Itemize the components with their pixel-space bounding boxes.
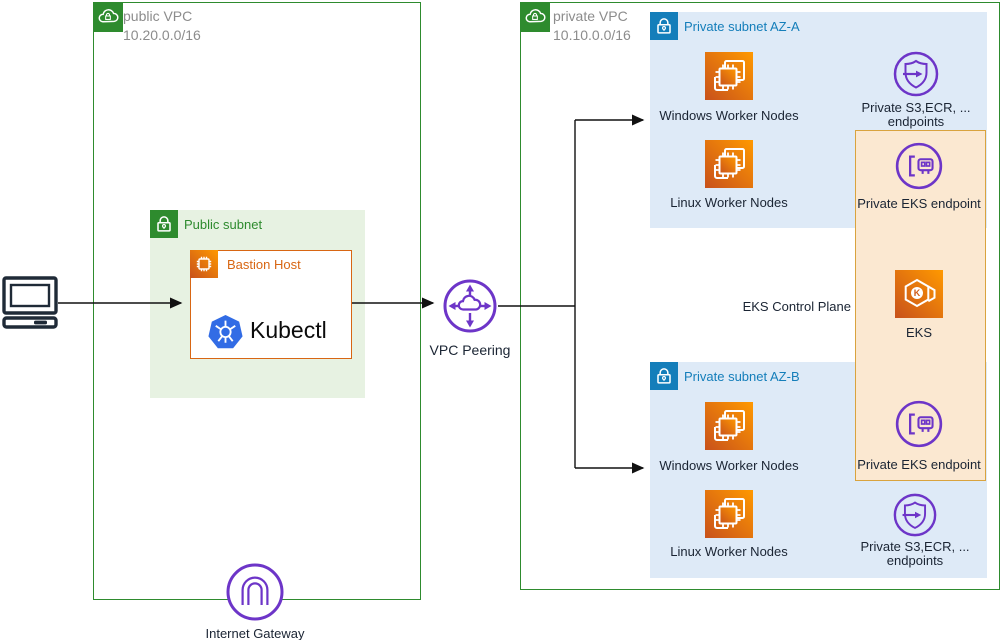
private-eks-endpoint-icon-bottom: [894, 399, 944, 449]
eks-control-plane-label: EKS Control Plane: [742, 299, 851, 314]
eks-label: EKS: [905, 325, 933, 340]
bastion-host-label: Bastion Host: [227, 257, 301, 272]
private-subnet-az-a-label: Private subnet AZ-A: [684, 19, 800, 34]
windows-worker-nodes-label-az-b: Windows Worker Nodes: [659, 458, 799, 473]
private-vpc-label: private VPC 10.10.0.0/16: [553, 7, 631, 45]
private-vpc-cidr: 10.10.0.0/16: [553, 27, 631, 43]
private-vpc-cloud-icon: [520, 2, 550, 32]
public-vpc-cidr: 10.20.0.0/16: [123, 27, 201, 43]
eks-icon: K: [895, 270, 943, 318]
s3-ecr-endpoints-icon-az-a: [892, 50, 940, 98]
private-eks-endpoint-label-top: Private EKS endpoint: [857, 196, 981, 211]
s3-ecr-line2: endpoints: [886, 553, 944, 568]
linux-worker-nodes-icon-az-b: [705, 490, 753, 538]
private-eks-endpoint-icon-top: [894, 141, 944, 191]
ec2-instance-icon: [190, 250, 218, 278]
private-subnet-az-b-lock-icon: [650, 362, 678, 390]
public-vpc-name: public VPC: [123, 8, 193, 24]
linux-worker-nodes-icon-az-a: [705, 140, 753, 188]
s3-ecr-line1: Private S3,ECR, ...: [861, 100, 971, 115]
internet-gateway-icon: [225, 562, 285, 622]
s3-ecr-endpoints-icon-az-b: [892, 492, 938, 538]
private-subnet-az-a-lock-icon: [650, 12, 678, 40]
private-vpc-name: private VPC: [553, 8, 628, 24]
windows-worker-nodes-icon-az-a: [705, 52, 753, 100]
public-vpc-cloud-icon: [93, 2, 123, 32]
eks-letter: K: [914, 288, 921, 298]
public-subnet-label: Public subnet: [184, 217, 263, 232]
linux-worker-nodes-label-az-b: Linux Worker Nodes: [670, 544, 788, 559]
kubernetes-icon: [207, 314, 244, 351]
s3-ecr-line2: endpoints: [887, 114, 945, 129]
internet-gateway-label: Internet Gateway: [205, 626, 305, 640]
s3-ecr-endpoints-label-az-a: Private S3,ECR, ...endpoints: [861, 101, 970, 129]
windows-worker-nodes-label-az-a: Windows Worker Nodes: [659, 108, 799, 123]
private-vpc-box: [520, 2, 1000, 590]
windows-worker-nodes-icon-az-b: [705, 402, 753, 450]
public-subnet-lock-icon: [150, 210, 178, 238]
private-eks-endpoint-label-bottom: Private EKS endpoint: [857, 457, 981, 472]
linux-worker-nodes-label-az-a: Linux Worker Nodes: [670, 195, 788, 210]
vpc-peering-icon: [442, 278, 498, 334]
private-subnet-az-b-label: Private subnet AZ-B: [684, 369, 800, 384]
computer-icon: [2, 276, 60, 330]
s3-ecr-line1: Private S3,ECR, ...: [860, 539, 970, 554]
s3-ecr-endpoints-label-az-b: Private S3,ECR, ...endpoints: [860, 540, 969, 568]
kubectl-label: Kubectl: [250, 317, 327, 343]
vpc-peering-label: VPC Peering: [429, 342, 511, 358]
public-vpc-label: public VPC 10.20.0.0/16: [123, 7, 201, 45]
